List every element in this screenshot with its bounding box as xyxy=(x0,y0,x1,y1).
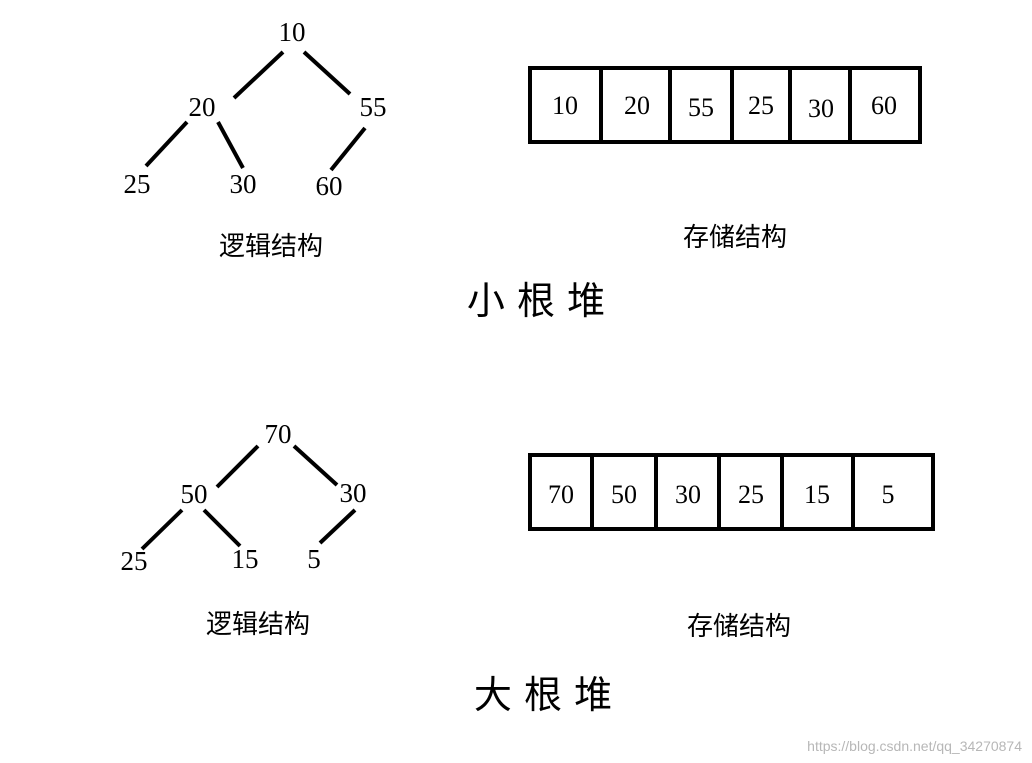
array-dividers xyxy=(590,455,855,529)
edge-left-leftleft xyxy=(140,508,184,551)
tree-node-left-left: 25 xyxy=(124,169,151,199)
edge-left-leftleft xyxy=(144,120,189,168)
array-cell-2: 55 xyxy=(688,93,714,122)
tree-node-root: 10 xyxy=(279,17,306,47)
tree-node-root: 70 xyxy=(265,419,292,449)
tree-node-left: 50 xyxy=(181,479,208,509)
min-heap-storage-caption: 存储结构 xyxy=(683,223,787,253)
edge-root-left xyxy=(232,50,285,100)
edge-root-left xyxy=(215,444,260,489)
max-heap-storage-caption: 存储结构 xyxy=(687,612,791,642)
tree-node-right: 30 xyxy=(340,478,367,508)
watermark: https://blog.csdn.net/qq_34270874 xyxy=(807,738,1022,754)
tree-node-left: 20 xyxy=(189,92,216,122)
min-heap-tree-edges xyxy=(144,50,367,172)
edge-right-rightleft xyxy=(329,126,367,172)
tree-node-right-left: 60 xyxy=(316,171,343,201)
tree-node-left-left: 25 xyxy=(121,546,148,576)
max-heap-title: 大 根 堆 xyxy=(474,673,612,717)
edge-root-right xyxy=(292,444,339,487)
array-cell-1: 20 xyxy=(624,91,650,120)
array-frame xyxy=(528,66,922,144)
array-cell-4: 30 xyxy=(808,94,834,123)
tree-node-left-right: 15 xyxy=(232,544,259,574)
array-cell-3: 25 xyxy=(748,91,774,120)
max-heap-tree-edges xyxy=(140,444,357,551)
tree-node-right-left: 5 xyxy=(307,544,321,574)
max-heap-tree-nodes: 70 50 30 25 15 5 xyxy=(121,419,367,576)
array-cell-0: 70 xyxy=(548,480,574,509)
array-cell-5: 60 xyxy=(871,91,897,120)
array-frame xyxy=(528,453,935,531)
tree-node-left-right: 30 xyxy=(230,169,257,199)
max-heap-logical-caption: 逻辑结构 xyxy=(206,610,310,640)
max-heap-array: 70 50 30 25 15 5 xyxy=(528,453,935,531)
tree-node-right: 55 xyxy=(360,92,387,122)
array-cell-5: 5 xyxy=(882,480,895,509)
array-cell-1: 50 xyxy=(611,480,637,509)
array-cell-0: 10 xyxy=(552,91,578,120)
edge-left-leftright xyxy=(216,121,245,169)
array-cell-3: 25 xyxy=(738,480,764,509)
edge-right-rightleft xyxy=(318,508,357,545)
edge-left-leftright xyxy=(202,508,242,548)
edge-root-right xyxy=(302,50,352,96)
array-dividers xyxy=(599,68,852,142)
array-cell-2: 30 xyxy=(675,480,701,509)
min-heap-title: 小 根 堆 xyxy=(467,279,605,323)
array-cell-4: 15 xyxy=(804,480,830,509)
min-heap-tree-nodes: 10 20 55 25 30 60 xyxy=(124,17,387,201)
min-heap-array: 10 20 55 25 30 60 xyxy=(528,66,922,144)
min-heap-logical-caption: 逻辑结构 xyxy=(219,232,323,262)
